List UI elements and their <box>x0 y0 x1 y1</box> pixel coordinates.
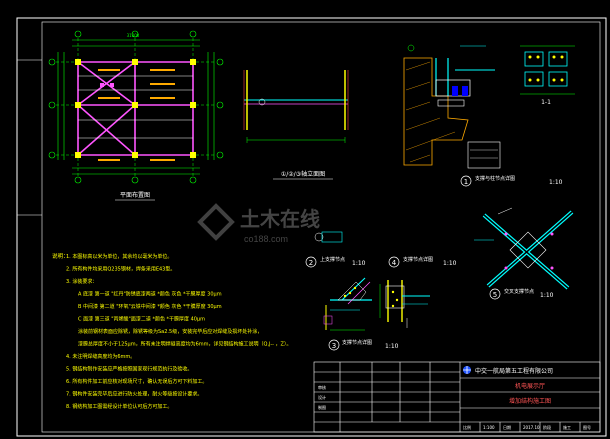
plan-caption: 平面布置图 <box>120 191 150 199</box>
note-line: 3. 涂装要求： <box>66 278 97 285</box>
detail-4-scale: 1:10 <box>443 260 457 267</box>
detail-5-scale: 1:10 <box>540 292 554 299</box>
detail-3-bubble <box>328 339 340 351</box>
note-line: 2. 所有构件均采用Q235钢材，焊条采用E43型。 <box>66 266 175 273</box>
note-line: 8. 钢结构加工图需经设计单位认可后方可加工。 <box>66 403 172 410</box>
detail-2-caption: 上支撑节点 <box>320 256 345 263</box>
note-line: 6. 所有构件加工前应核对现场尺寸，确认无误后方可下料加工。 <box>66 378 207 385</box>
detail-3-caption: 支撑节点详图 <box>342 339 372 346</box>
detail-1-scale: 1:10 <box>549 179 563 186</box>
detail-5-number: 5 <box>493 291 497 299</box>
watermark-text: 土木在线 <box>240 207 320 231</box>
detail-1-drawing <box>403 44 575 169</box>
title-block-row-label: 制图 <box>318 404 326 410</box>
note-line: 7. 钢构件安装完毕后应进行防火处理，耐火等级按设计要求。 <box>66 391 202 398</box>
detail-4-drawing <box>379 280 430 328</box>
note-line: 漆膜总厚度不小于125μm，所有未注明焊缝高度均为6mm，详见钢结构施工说明（Q… <box>78 341 291 348</box>
detail-3-number: 3 <box>332 342 336 350</box>
detail-4-number: 4 <box>392 259 397 267</box>
detail-1-bubble <box>460 175 472 187</box>
elevation-view <box>243 70 349 143</box>
note-line: 4. 未注明焊缝高度均为6mm。 <box>66 353 135 360</box>
title-block-cell: 比例 <box>463 424 471 430</box>
elevation-caption: ①/②/③轴立面图 <box>281 170 325 178</box>
section-1-1-label: 1-1 <box>541 99 551 106</box>
title-block-cell: 图号 <box>583 424 591 430</box>
detail-3-drawing <box>323 277 372 331</box>
plan-dimension: 31000 <box>127 33 140 38</box>
title-block-row-label: 审核 <box>318 384 326 390</box>
plan-view <box>48 30 224 184</box>
note-line: 1. 本图标高以米为单位，其余均以毫米为单位。 <box>66 253 172 260</box>
drawing-title: 增加结构施工图 <box>509 397 551 405</box>
title-block <box>313 361 601 433</box>
detail-5-drawing <box>474 207 574 290</box>
watermark-logo <box>197 203 235 241</box>
detail-5-bubble <box>489 288 501 300</box>
title-block-cell: 2017.10 <box>523 425 540 430</box>
detail-2-scale: 1:10 <box>352 260 366 267</box>
detail-5-caption: 交叉支撑节点 <box>504 288 534 295</box>
watermark-subtext: co188.com <box>244 234 288 244</box>
detail-3-scale: 1:10 <box>385 343 399 350</box>
note-line: 涂装前钢材表面应除锈，除锈等级为Sa2.5级，安装完毕后应对焊缝及损坏处补涂， <box>78 328 262 335</box>
detail-2-bubble <box>305 256 317 268</box>
company-logo-icon <box>463 366 471 374</box>
detail-1-number: 1 <box>464 178 468 186</box>
detail-4-caption: 支撑节点详图 <box>403 256 433 263</box>
detail-2-number: 2 <box>309 259 313 267</box>
notes-list: 1. 本图标高以米为单位，其余均以毫米为单位。 2. 所有构件均采用Q235钢材，… <box>66 253 291 410</box>
note-line: A 底漆 第一道 "红丹"防锈底漆两道 *颜色 灰色 *干膜厚度 30μm <box>78 291 222 298</box>
detail-1-caption: 支撑与柱节点详图 <box>475 175 515 182</box>
note-line: 5. 钢结构制作安装应严格按照国家现行规范执行及验收。 <box>66 366 192 373</box>
note-line: C 面漆 第三道 "丙烯酸"面漆二道 *颜色 *干膜厚度 40μm <box>78 316 205 323</box>
title-block-cell: 施工 <box>563 424 571 430</box>
project-name: 机电展示厅 <box>515 382 545 390</box>
title-block-row-label: 设计 <box>318 394 326 400</box>
title-block-cell: 1:100 <box>483 425 495 430</box>
title-block-cell: 日期 <box>503 424 511 430</box>
note-line: B 中间漆 第二道 "环氧"云铁中间漆 *颜色 灰色 *干膜厚度 30μm <box>78 303 222 310</box>
detail-4-bubble <box>388 256 400 268</box>
company-name: 中交一航局第五工程有限公司 <box>475 367 553 375</box>
notes-heading: 说明： <box>52 252 69 260</box>
title-block-cell: 阶段 <box>543 424 551 430</box>
detail-2-drawing <box>314 231 343 243</box>
